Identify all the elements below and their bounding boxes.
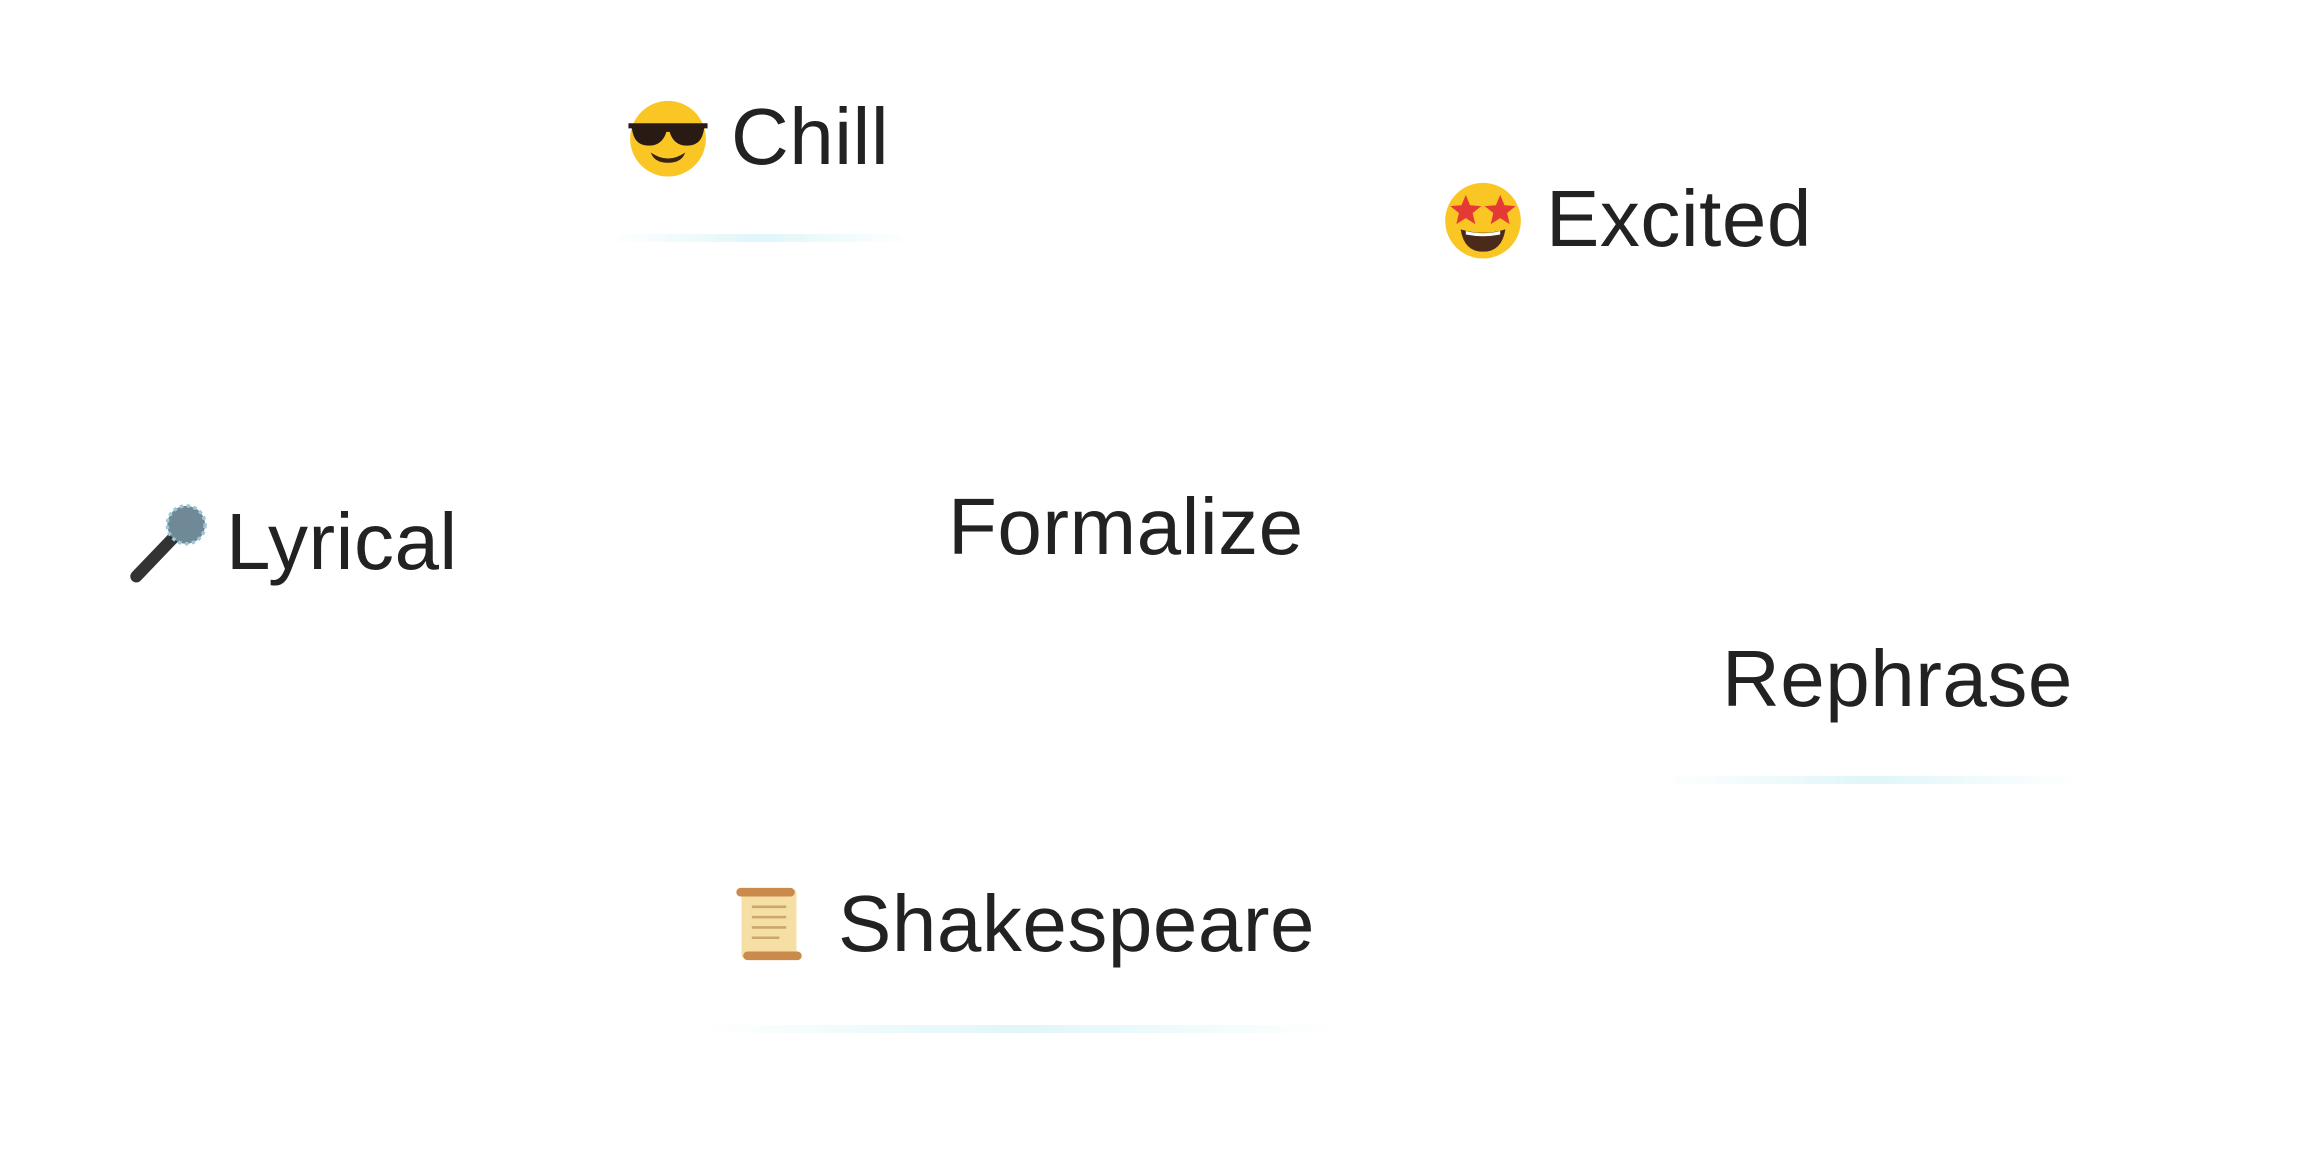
option-label: Formalize xyxy=(948,482,1304,571)
scroll-icon xyxy=(736,887,802,961)
microphone-icon xyxy=(130,504,207,583)
chip-shadow xyxy=(610,234,910,242)
chip-shadow xyxy=(1660,776,2080,784)
option-formalize[interactable]: Formalize xyxy=(948,487,1304,567)
option-label: Rephrase xyxy=(1722,634,2073,723)
option-label: Lyrical xyxy=(226,497,458,586)
option-excited[interactable]: Excited xyxy=(1440,176,1812,262)
option-chill[interactable]: Chill xyxy=(625,94,889,180)
sunglasses-face-icon xyxy=(628,100,708,177)
option-label: Excited xyxy=(1546,174,1812,263)
option-label: Chill xyxy=(731,92,890,181)
star-struck-face-icon xyxy=(1445,182,1521,259)
option-shakespeare[interactable]: Shakespeare xyxy=(726,881,1315,967)
option-rephrase[interactable]: Rephrase xyxy=(1722,639,2073,719)
option-label: Shakespeare xyxy=(838,879,1315,968)
chip-shadow xyxy=(700,1025,1340,1033)
option-lyrical[interactable]: Lyrical xyxy=(126,499,458,585)
